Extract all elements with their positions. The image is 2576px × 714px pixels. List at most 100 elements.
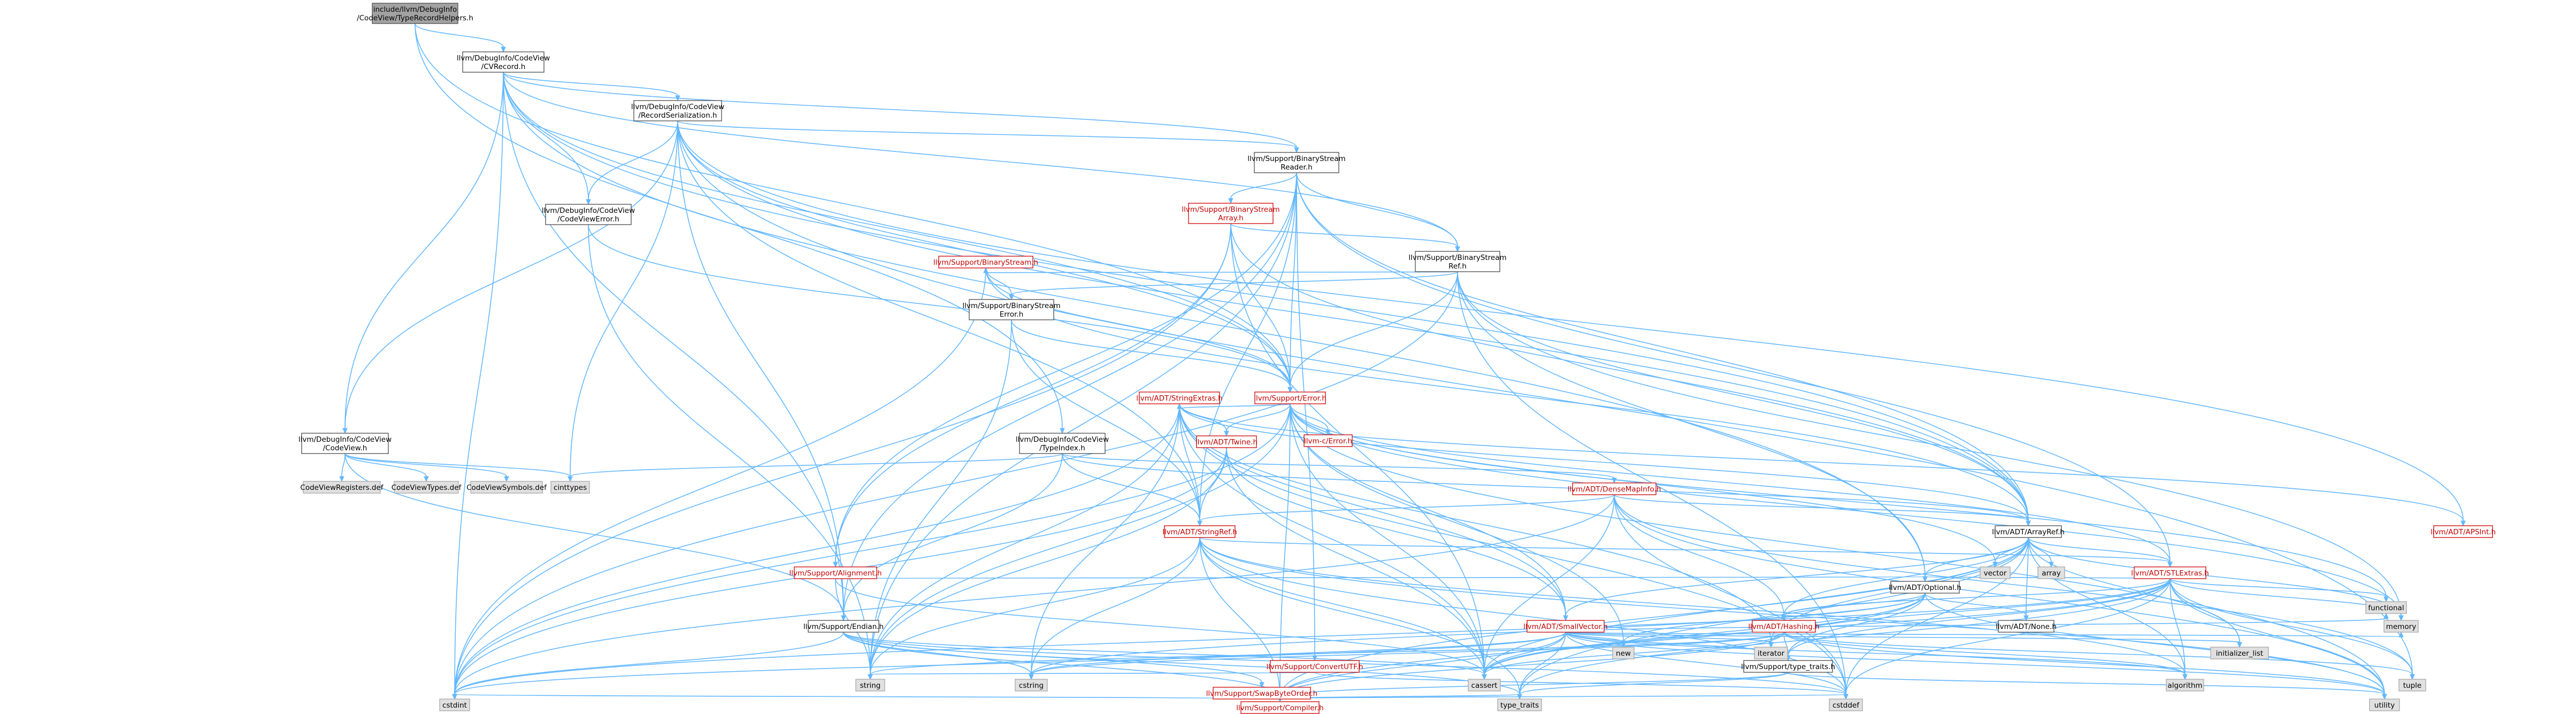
node-cstring: cstring xyxy=(1015,679,1048,692)
node-box xyxy=(2134,566,2206,579)
node-label: llvm/ADT/DenseMapInfo.h xyxy=(1568,485,1661,494)
edge-bserror-to-error xyxy=(1011,319,1293,393)
edge-endian-to-cassert xyxy=(843,632,1487,680)
edge-smallvec-to-functional xyxy=(1565,612,2389,633)
node-label: llvm/Support/BinaryStream xyxy=(1247,155,1345,163)
node-box xyxy=(1754,647,1788,659)
node-recser[interactable]: llvm/DebugInfo/CodeView/RecordSerializat… xyxy=(631,100,724,121)
node-box xyxy=(1468,679,1501,692)
node-label: llvm/Support/BinaryStream xyxy=(1182,205,1279,214)
node-box xyxy=(2398,679,2426,692)
node-optional[interactable]: llvm/ADT/Optional.h xyxy=(1889,581,1961,594)
node-strref[interactable]: llvm/ADT/StringRef.h xyxy=(1162,525,1237,538)
header-nodes: include/llvm/DebugInfo/CodeView/TypeReco… xyxy=(298,3,2496,714)
edge-bsreader-to-bsarray xyxy=(1228,172,1297,204)
node-box xyxy=(1743,660,1833,673)
edge-bsref-to-bserror xyxy=(1009,271,1458,301)
node-tuple: tuple xyxy=(2398,679,2426,692)
node-label: /CVRecord.h xyxy=(481,63,526,71)
edge-cvrecord-to-error xyxy=(503,72,1293,393)
node-box xyxy=(1164,525,1236,538)
node-label: llvm/Support/Endian.h xyxy=(803,623,884,631)
edge-root-to-cvrecord xyxy=(415,23,506,53)
edge-recser-to-cverror xyxy=(586,120,678,205)
node-box xyxy=(1752,620,1816,633)
node-codeview[interactable]: llvm/DebugInfo/CodeView/CodeView.h xyxy=(298,433,392,454)
edge-cvrecord-to-cstdint xyxy=(452,72,504,700)
node-box xyxy=(1497,698,1542,711)
node-convertutf[interactable]: llvm/Support/ConvertUTF.h xyxy=(1266,660,1363,673)
node-typeindex[interactable]: llvm/DebugInfo/CodeView/TypeIndex.h xyxy=(1016,433,1109,454)
node-box xyxy=(2365,601,2407,614)
node-compiler[interactable]: llvm/Support/Compiler.h xyxy=(1236,701,1324,714)
node-cverror[interactable]: llvm/DebugInfo/CodeView/CodeViewError.h xyxy=(542,204,635,225)
edge-bsreader-to-alignment xyxy=(833,172,1297,568)
node-box xyxy=(1240,701,1320,714)
node-smallvec[interactable]: llvm/ADT/SmallVector.h xyxy=(1523,620,1608,633)
node-cvrecord[interactable]: llvm/DebugInfo/CodeView/CVRecord.h xyxy=(457,51,550,73)
node-label: tuple xyxy=(2403,681,2421,690)
node-strext[interactable]: llvm/ADT/StringExtras.h xyxy=(1136,391,1223,404)
node-label: llvm/ADT/Twine.h xyxy=(1195,438,1258,447)
node-box xyxy=(301,433,389,454)
node-label: Error.h xyxy=(1000,310,1024,319)
node-label: cstddef xyxy=(1833,701,1860,710)
node-label: new xyxy=(1616,649,1631,658)
node-label: llvm/Support/BinaryStream xyxy=(1408,254,1506,262)
node-label: /CodeView.h xyxy=(323,444,367,452)
node-error[interactable]: llvm/Support/Error.h xyxy=(1254,391,1327,404)
node-typetraits[interactable]: llvm/Support/type_traits.h xyxy=(1741,660,1835,673)
node-label: llvm/ADT/SmallVector.h xyxy=(1523,623,1608,631)
edge-bsreader-to-strref xyxy=(1197,172,1297,527)
node-none[interactable]: llvm/ADT/None.h xyxy=(1996,620,2057,633)
node-densemapinfo[interactable]: llvm/ADT/DenseMapInfo.h xyxy=(1568,482,1661,495)
edge-densemapinfo-to-tuple xyxy=(1614,494,2415,680)
node-label: llvm/Support/SwapByteOrder.h xyxy=(1206,689,1317,698)
node-label: llvm/ADT/None.h xyxy=(1996,623,2057,631)
edge-cvrecord-to-arrayref xyxy=(503,72,2031,527)
node-box xyxy=(2383,620,2419,633)
edge-cvrecord-to-cverror xyxy=(503,72,591,205)
edge-bsreader-to-arrayref xyxy=(1296,172,2031,527)
node-endian[interactable]: llvm/Support/Endian.h xyxy=(803,620,884,633)
node-cassert: cassert xyxy=(1468,679,1501,692)
node-box xyxy=(794,566,877,579)
node-twine[interactable]: llvm/ADT/Twine.h xyxy=(1195,435,1258,448)
node-box xyxy=(1980,566,2011,579)
node-apsint[interactable]: llvm/ADT/APSInt.h xyxy=(2431,525,2496,538)
node-root[interactable]: include/llvm/DebugInfo/CodeView/TypeReco… xyxy=(357,3,473,24)
edge-bsreader-to-stlextras xyxy=(1296,172,2173,568)
dependency-edges xyxy=(339,23,2466,703)
node-bstream[interactable]: llvm/Support/BinaryStream.h xyxy=(933,256,1038,268)
node-box xyxy=(1612,647,1635,659)
node-box xyxy=(394,481,459,494)
edge-error-to-functional xyxy=(1290,403,2389,603)
node-cerror[interactable]: llvm-c/Error.h xyxy=(1304,434,1353,447)
edge-codeview-to-cvsym xyxy=(344,453,509,482)
node-label: llvm/ADT/Hashing.h xyxy=(1748,623,1819,631)
edge-recser-to-arrayref xyxy=(677,120,2031,527)
node-arrayref[interactable]: llvm/ADT/ArrayRef.h xyxy=(1992,525,2065,538)
node-hashing[interactable]: llvm/ADT/Hashing.h xyxy=(1748,620,1820,633)
node-swapbyte[interactable]: llvm/Support/SwapByteOrder.h xyxy=(1206,687,1317,700)
node-box xyxy=(2433,525,2493,538)
node-algorithm: algorithm xyxy=(2166,679,2204,692)
node-label: llvm/ADT/StringExtras.h xyxy=(1136,394,1222,403)
node-string: string xyxy=(855,679,885,692)
node-label: cstdint xyxy=(442,701,467,710)
node-label: include/llvm/DebugInfo xyxy=(373,5,457,14)
node-label: string xyxy=(860,681,881,690)
node-functional: functional xyxy=(2365,601,2407,614)
node-label: cassert xyxy=(1471,681,1498,690)
node-stlextras[interactable]: llvm/ADT/STLExtras.h xyxy=(2131,566,2209,579)
edge-typeindex-to-strref xyxy=(1062,453,1202,527)
node-box xyxy=(1304,434,1353,447)
edge-typeindex-to-endian xyxy=(841,453,1063,621)
node-label: llvm/ADT/ArrayRef.h xyxy=(1992,528,2065,536)
node-label: llvm/ADT/STLExtras.h xyxy=(2131,569,2209,578)
node-alignment[interactable]: llvm/Support/Alignment.h xyxy=(789,566,882,579)
